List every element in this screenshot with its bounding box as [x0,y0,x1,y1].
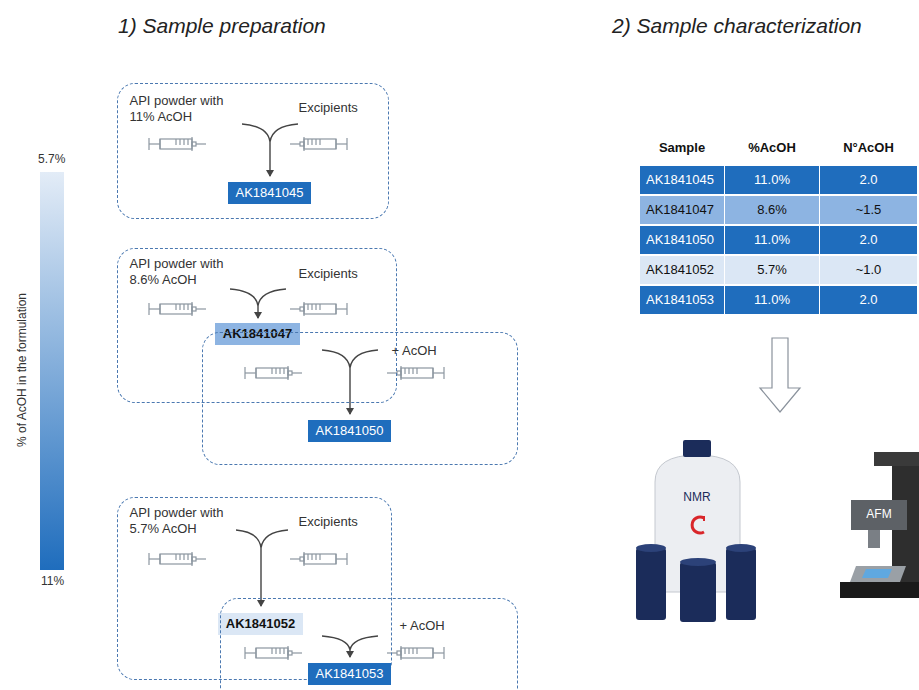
instrument-label: AFM [859,507,899,521]
group-text: Excipients [299,266,379,282]
table-cell: 11.0% [725,226,819,254]
table-cell: ~1.5 [820,196,917,224]
sample-id: AK1841052 [226,616,295,631]
sample-id: AK1841047 [223,326,292,341]
table-cell: ~1.0 [820,256,917,284]
sample-id: AK1841053 [316,666,384,681]
group-text: Excipients [299,100,379,116]
nmr-icon [636,440,756,622]
sample-box: AK1841052 [218,613,303,635]
scale-value: 11% [41,574,64,588]
table-cell: 11.0% [725,166,819,194]
dashed-group: API powder with 11% AcOH ExcipientsAK1841… [117,83,389,219]
instrument-label: NMR [677,490,717,504]
table-cell: 11.0% [725,286,819,314]
sample-id: AK1841045 [236,185,304,200]
table-cell: AK1841050 [640,226,724,254]
group-text: API powder with 8.6% AcOH [130,256,230,288]
section-heading: 2) Sample characterization [612,14,862,38]
table-cell: AK1841053 [640,286,724,314]
table-header: Sample [640,135,724,161]
dashed-group: API powder with 8.6% AcOH ExcipientsAK184… [117,248,397,403]
table-cell: AK1841045 [640,166,724,194]
group-text: + AcOH [392,343,462,359]
dashed-group: API powder with 5.7% AcOH ExcipientsAK184… [117,497,392,680]
syringes [149,137,444,660]
sample-box: AK1841053 [308,663,392,685]
table-cell: 2.0 [820,286,917,314]
sample-box: AK1841047 [215,323,300,345]
axis-label: % of AcOH in the formulation [15,293,29,447]
scale-value: 5.7% [38,152,65,166]
group-text: + AcOH [400,618,470,634]
dashed-group: + AcOH AK1841050 [202,332,518,465]
dashed-group: + AcOH AK1841053 [220,598,518,690]
table-cell: 8.6% [725,196,819,224]
merge-arrows [230,124,378,657]
sample-id: AK1841050 [316,423,384,438]
sample-box: AK1841045 [228,182,312,204]
group-text: API powder with 11% AcOH [130,93,230,125]
table-cell: 2.0 [820,166,917,194]
hollow-arrow [760,338,800,412]
table-cell: AK1841052 [640,256,724,284]
table-header: %AcOH [725,135,819,161]
group-text: API powder with 5.7% AcOH [130,505,230,537]
table-header: N°AcOH [820,135,917,161]
afm-icon [840,452,919,598]
table-cell: AK1841047 [640,196,724,224]
table-cell: 5.7% [725,256,819,284]
section-heading: 1) Sample preparation [118,14,326,38]
group-text: Excipients [299,514,379,530]
sample-box: AK1841050 [308,420,392,442]
gradient-bar [40,172,64,570]
table-cell: 2.0 [820,226,917,254]
